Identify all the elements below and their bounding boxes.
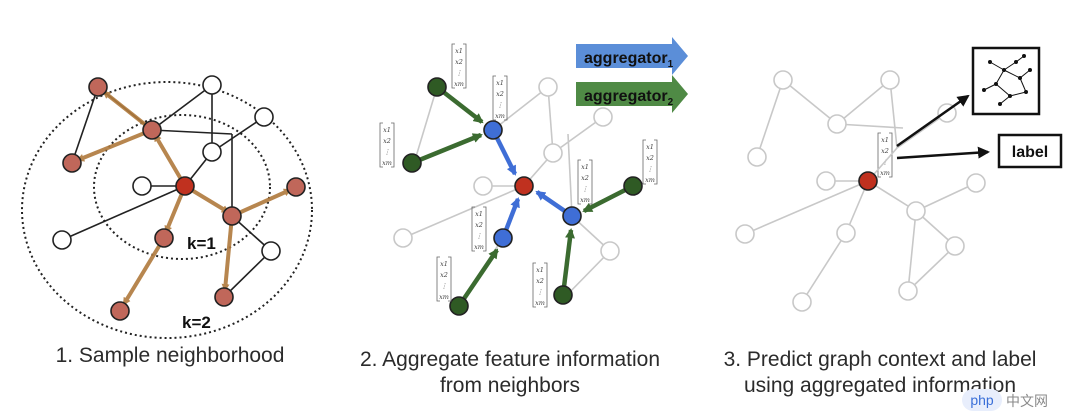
feature-vector-entry: ⋮	[476, 232, 483, 240]
target-node	[175, 176, 195, 196]
feature-vector-entry: ⋮	[384, 148, 391, 156]
aggregator-2-sub: 2	[668, 97, 674, 108]
feature-vector: x1 x2 ⋮ xm	[451, 43, 467, 89]
label-box-text: label	[1012, 144, 1048, 161]
feature-vector-entry: x2	[581, 174, 589, 182]
feature-vector-entry: x2	[881, 147, 889, 155]
feature-vector-entry: x1	[581, 163, 589, 171]
watermark-text: 中文网	[1006, 394, 1048, 410]
feature-vector-entry: x1	[383, 126, 391, 134]
feature-vector-entry: xm	[495, 112, 505, 120]
graph-context-box	[971, 46, 1041, 116]
feature-vector-entry: x1	[496, 79, 504, 87]
caption-panel-2-line-1: 2. Aggregate feature information	[359, 348, 661, 371]
feature-vector-entry: x1	[440, 260, 448, 268]
panel-2-faded-nodes	[393, 77, 620, 261]
feature-vector-entry: x1	[475, 210, 483, 218]
feature-vector: x1 x2 ⋮ xm	[379, 122, 395, 168]
feature-vector-entry: x2	[383, 137, 391, 145]
k1-boundary	[93, 114, 271, 260]
feature-vector-entry: ⋮	[582, 185, 589, 193]
feature-vector-entry: x2	[475, 221, 483, 229]
label-arrow	[896, 146, 990, 160]
feature-vector-entry: xm	[474, 243, 484, 251]
panel-1-sample-neighborhood	[21, 75, 313, 339]
panel-1-nodes	[52, 75, 306, 321]
aggregator-2-label: aggregator	[584, 88, 668, 105]
feature-vector: x1 x2 ⋮ xm	[492, 75, 508, 121]
k2-label: k=2	[182, 313, 211, 332]
feature-vector-entry: xm	[535, 299, 545, 307]
caption-panel-1-line-1: 1. Sample neighborhood	[55, 344, 285, 367]
aggregator-2-arrow: aggregator2	[576, 75, 688, 113]
feature-vector-entry: x1	[881, 136, 889, 144]
feature-vector: x1 x2 ⋮ xm	[532, 262, 548, 308]
feature-vector-entry: xm	[645, 176, 655, 184]
label-box: label	[997, 133, 1063, 169]
panel-3-predict: label	[735, 46, 1063, 312]
k2-boundary	[21, 81, 313, 339]
caption-panel-3: 3. Predict graph context and label using…	[700, 347, 1060, 399]
feature-vector-entry: x2	[496, 90, 504, 98]
feature-vector-entry: ⋮	[441, 282, 448, 290]
feature-vector-entry: ⋮	[497, 101, 504, 109]
panel-2-aggregate: x1 x2 ⋮ xm x1 x2 ⋮ xm x1 x2 ⋮ xm x1 x2 ⋮ xm x1 x2 ⋮ xm x1 x2 ⋮…	[379, 37, 893, 316]
feature-vector-entry: xm	[880, 169, 890, 177]
feature-vector-entry: xm	[580, 196, 590, 204]
caption-panel-2: 2. Aggregate feature information from ne…	[340, 347, 680, 399]
caption-panel-3-line-2: using aggregated information	[743, 374, 1016, 397]
feature-vector-entry: ⋮	[647, 165, 654, 173]
feature-vector-entry: x2	[646, 154, 654, 162]
watermark: php 中文网	[962, 389, 1072, 411]
caption-panel-1: 1. Sample neighborhood	[20, 343, 320, 369]
panel-3-nodes	[735, 70, 986, 312]
feature-vector-entry: ⋮	[537, 288, 544, 296]
feature-vector-entry: x2	[455, 58, 463, 66]
feature-vector-entry: xm	[439, 293, 449, 301]
caption-panel-3-line-1: 3. Predict graph context and label	[723, 348, 1037, 371]
feature-vectors: x1 x2 ⋮ xm x1 x2 ⋮ xm x1 x2 ⋮ xm x1 x2 ⋮ xm x1 x2 ⋮ xm x1 x2 ⋮…	[379, 43, 893, 308]
k1-label: k=1	[187, 234, 216, 253]
feature-vector-entry: xm	[382, 159, 392, 167]
feature-vector-entry: ⋮	[456, 69, 463, 77]
panel-2-nodes	[402, 77, 643, 316]
feature-vector: x1 x2 ⋮ xm	[577, 159, 593, 205]
feature-vector-entry: x2	[440, 271, 448, 279]
svg-text:aggregator1: aggregator1	[584, 50, 674, 70]
caption-panel-2-line-2: from neighbors	[439, 374, 581, 397]
feature-vector-entry: x2	[536, 277, 544, 285]
aggregator-1-label: aggregator	[584, 50, 668, 67]
svg-text:aggregator2: aggregator2	[584, 88, 674, 108]
panel-3-target-node	[858, 171, 878, 191]
aggregator-1-arrow: aggregator1	[576, 37, 688, 75]
watermark-badge: php	[962, 389, 1002, 411]
feature-vector-entry: x1	[455, 47, 463, 55]
feature-vector: x1 x2 ⋮ xm	[436, 256, 452, 302]
feature-vector: x1 x2 ⋮ xm	[471, 206, 487, 252]
feature-vector-entry: x1	[646, 143, 654, 151]
feature-vector-entry: xm	[454, 80, 464, 88]
context-arrow	[896, 94, 970, 148]
feature-vector-entry: x1	[536, 266, 544, 274]
aggregator-1-sub: 1	[668, 59, 674, 70]
feature-vector: x1 x2 ⋮ xm	[642, 139, 658, 185]
